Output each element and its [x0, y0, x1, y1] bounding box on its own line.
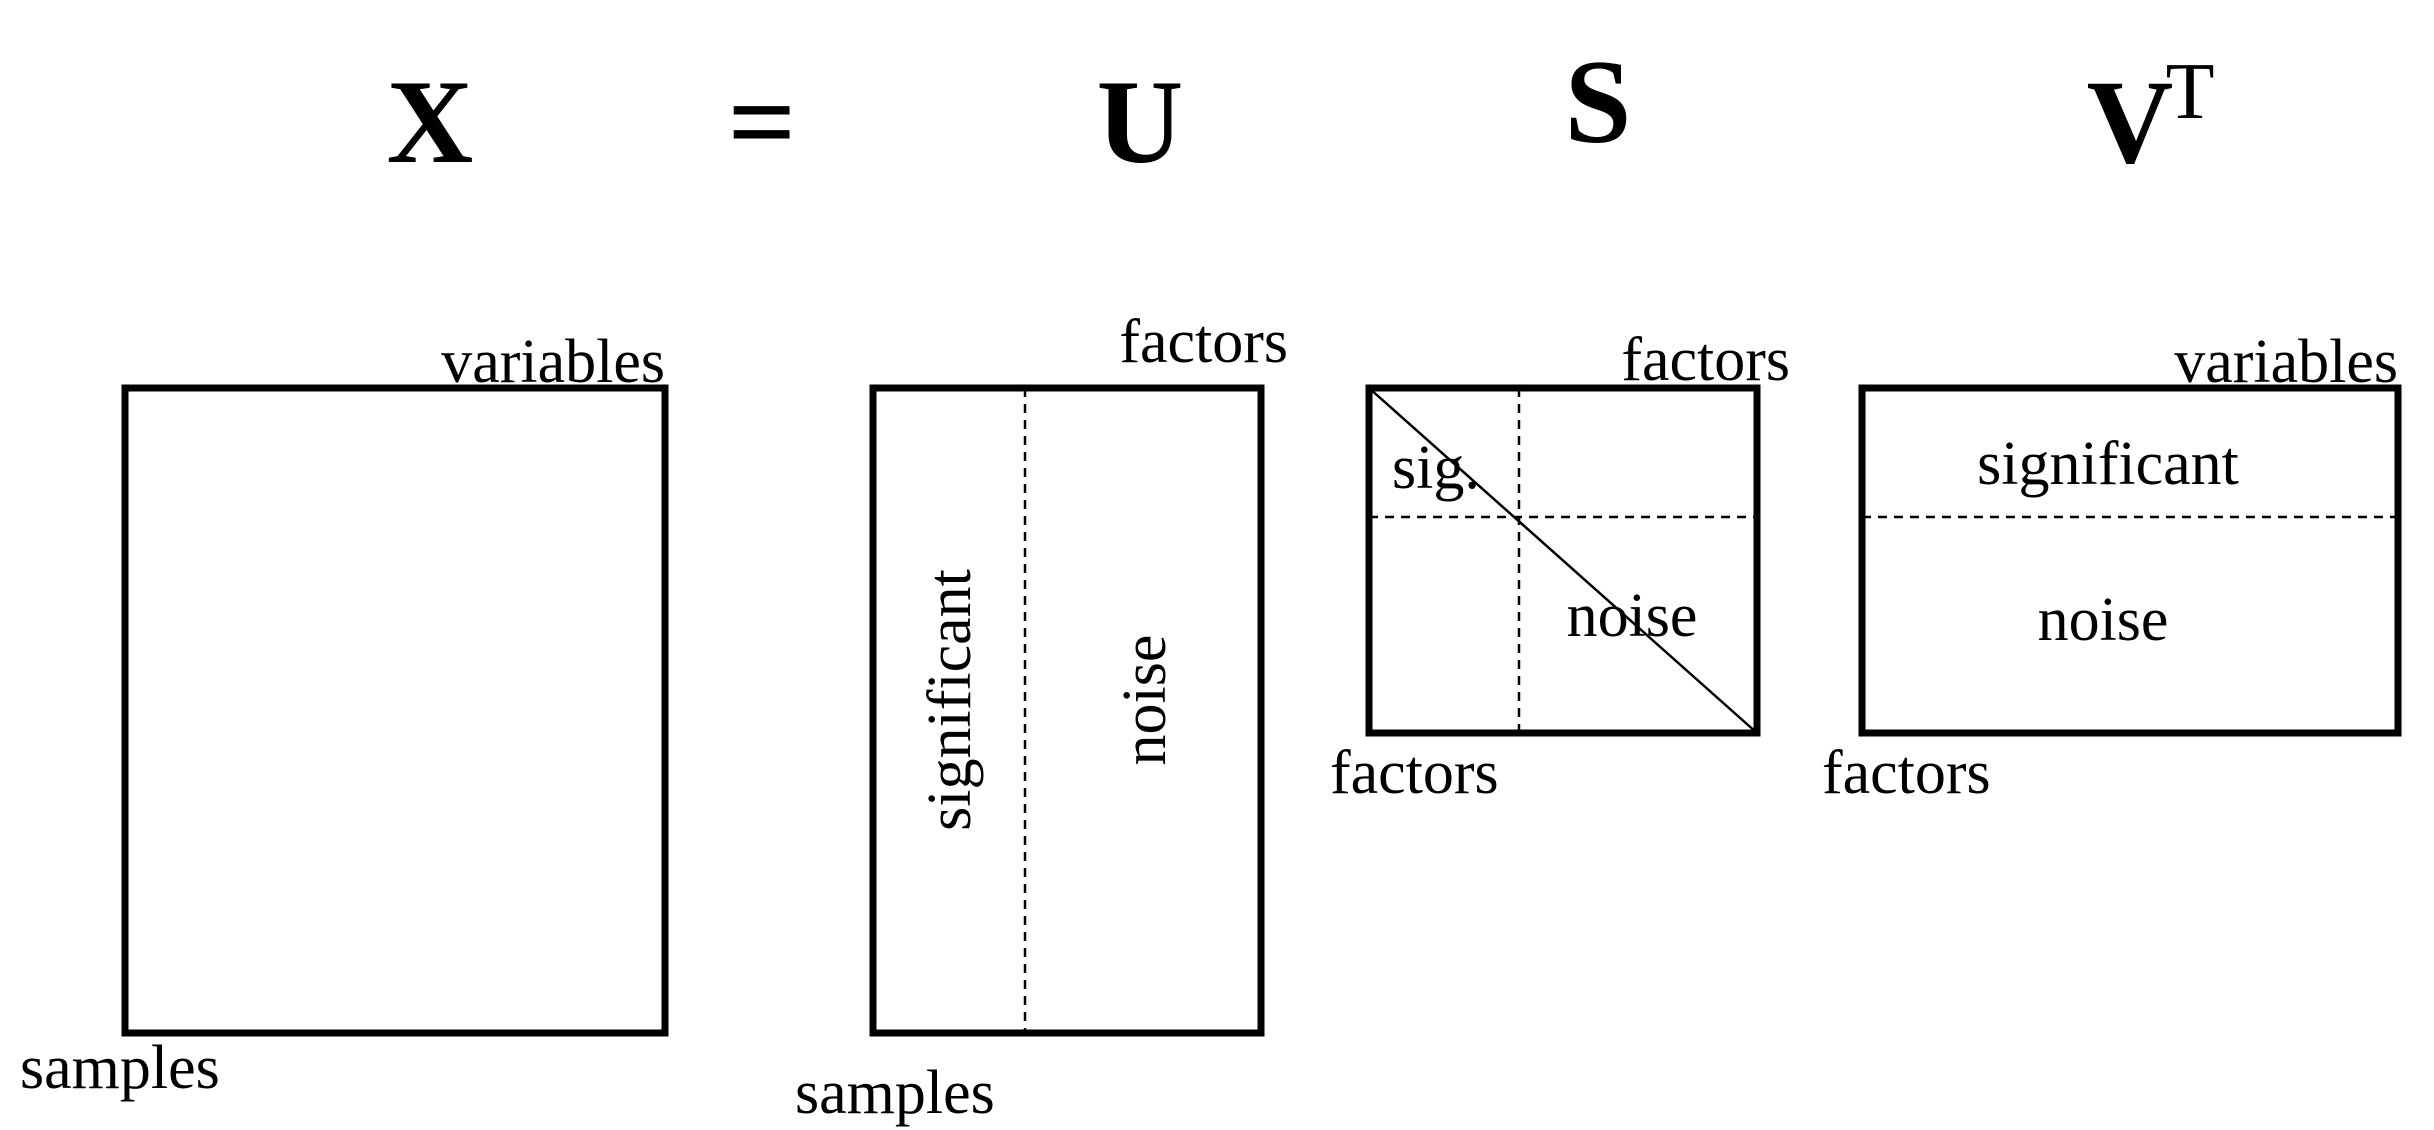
symbol-v-superscript: T [2166, 48, 2215, 136]
matrix-s-rows-label: factors [1330, 739, 1499, 807]
matrix-u-significant-label: significant [916, 569, 984, 831]
symbol-x: X [387, 55, 474, 188]
matrix-u-rows-label: samples [795, 1059, 995, 1127]
matrix-vt-noise-label: noise [2038, 586, 2169, 654]
matrix-x-box [121, 384, 669, 1037]
matrix-s-box [1365, 384, 1761, 737]
matrix-vt-significant-label: significant [1977, 430, 2239, 498]
matrix-u: factors samples significant noise [795, 308, 1288, 1127]
matrix-x-rows-label: samples [20, 1034, 220, 1102]
matrix-x-columns-label: variables [441, 328, 665, 396]
matrix-x: variables samples [20, 328, 669, 1102]
matrix-s-noise-label: noise [1567, 582, 1698, 650]
matrix-vt-rows-label: factors [1822, 739, 1991, 807]
matrix-vt-box [1858, 384, 2402, 737]
matrix-u-box [869, 384, 1265, 1037]
matrix-s-significant-label: sig. [1392, 434, 1480, 502]
matrix-u-noise-label: noise [1111, 635, 1179, 766]
symbol-equals: = [728, 55, 796, 188]
symbol-v: V [2087, 55, 2174, 188]
matrix-vt: variables factors significant noise [1822, 328, 2402, 807]
matrix-vt-columns-label: variables [2174, 328, 2398, 396]
matrix-s-columns-label: factors [1621, 326, 1790, 394]
symbol-u: U [1097, 55, 1184, 188]
equation-heading: X = U S V T [387, 35, 2215, 188]
matrix-s-diagonal [1368, 387, 1758, 734]
symbol-s: S [1565, 35, 1632, 168]
matrix-s: factors factors sig. noise [1330, 326, 1790, 807]
matrix-u-columns-label: factors [1119, 308, 1288, 376]
